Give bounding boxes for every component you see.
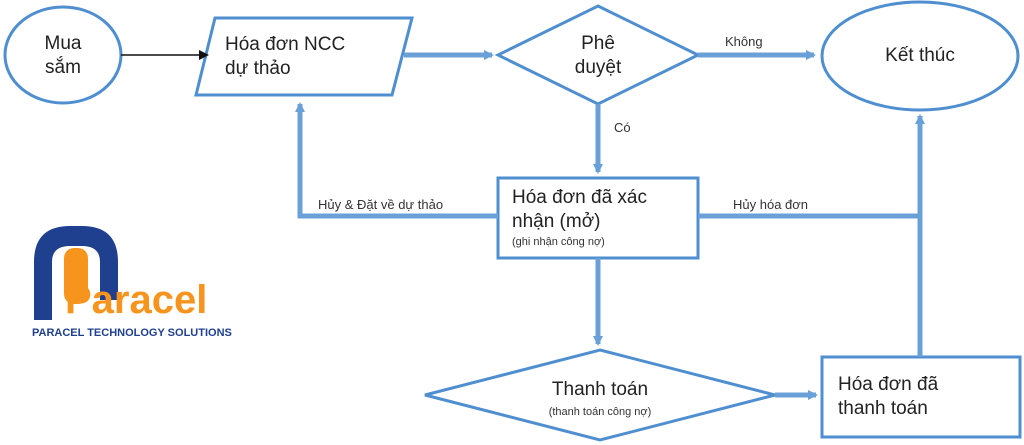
arrow-confirmed-to-draft [295,102,498,219]
edge-label-cancel-to-draft: Hủy & Đặt về dự thảo [318,197,444,212]
logo-tagline: PARACEL TECHNOLOGY SOLUTIONS [32,327,232,339]
end-node-label: Kết thúc [885,45,955,66]
paracel-logo-icon [34,226,118,320]
payment-text: Thanh toán [551,379,649,400]
edge-label-no: Không [725,34,763,49]
start-node-line1: Mua [44,33,82,54]
draft-invoice-line2: dự thảo [225,57,291,79]
confirmed-invoice-shape [496,176,700,260]
payment-decision-label: Thanh toán (thanh toán công nợ) [510,378,690,420]
paid-invoice-shape [820,355,1022,439]
payment-decision-shape [424,348,776,442]
draft-invoice-shape [194,16,414,97]
end-node-shape [820,0,1020,112]
confirmed-line2: nhận (mở) [512,210,601,232]
payment-note: (thanh toán công nợ) [548,405,652,418]
logo-wordmark: Paracel [65,278,208,322]
approve-line2: duyệt [574,56,622,78]
paid-invoice-label: Hóa đơn đã thanh toán [838,373,1008,421]
edge-label-yes: Có [614,120,631,135]
confirmed-line1: Hóa đơn đã xác [512,187,647,208]
start-node-label: Mua sắm [23,32,103,80]
start-node-line2: sắm [45,56,81,78]
edge-label-cancel-invoice: Hủy hóa đơn [733,197,809,212]
approve-decision-label: Phê duyệt [548,32,648,80]
draft-invoice-line1: Hóa đơn NCC [225,34,346,55]
confirmed-note: (ghi nhận công nợ) [512,235,605,248]
confirmed-invoice-label: Hóa đơn đã xác nhận (mở) (ghi nhận công … [512,186,692,249]
draft-invoice-label: Hóa đơn NCC dự thảo [225,33,395,81]
paid-line2: thanh toán [838,397,928,419]
approve-line1: Phê [581,33,615,54]
paid-line1: Hóa đơn đã [838,374,939,395]
